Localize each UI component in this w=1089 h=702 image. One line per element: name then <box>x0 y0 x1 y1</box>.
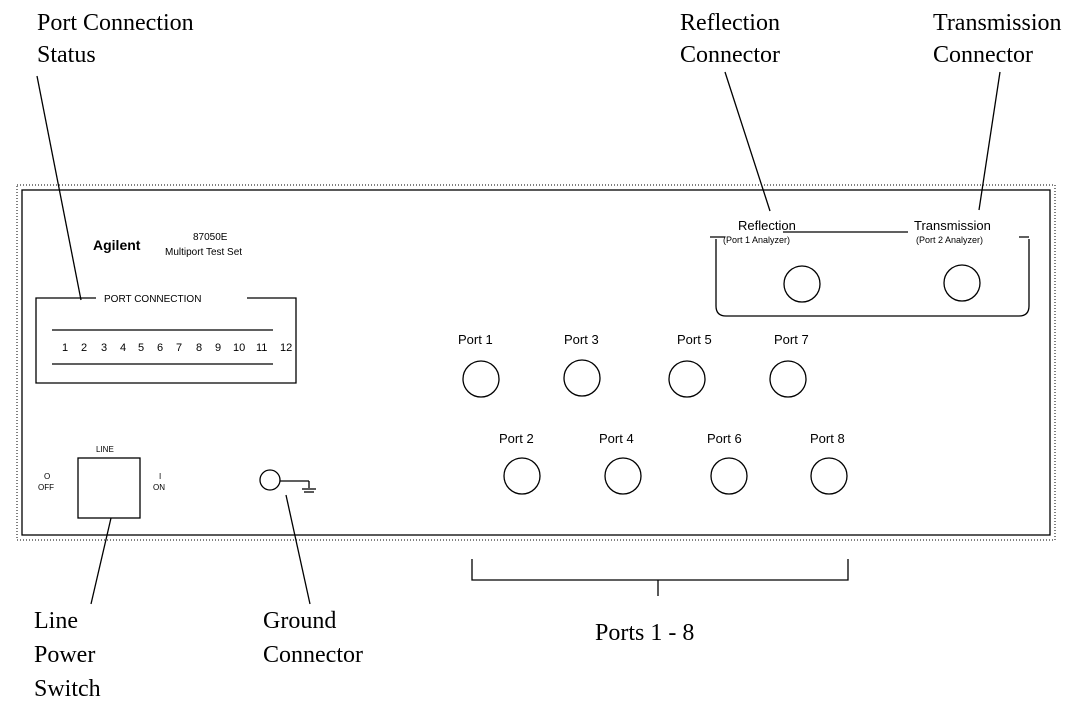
model-description: Multiport Test Set <box>165 247 242 258</box>
callout-port-connection-status-line2: Status <box>37 42 96 68</box>
port-connection-number-10: 10 <box>233 342 245 354</box>
leader-line-power-switch <box>90 517 112 605</box>
transmission-label: Transmission <box>914 218 991 233</box>
power-on-symbol: I <box>159 472 161 481</box>
reflection-sublabel: (Port 1 Analyzer) <box>723 235 790 245</box>
callout-line-power-switch-line2: Power <box>34 642 95 668</box>
reflection-label: Reflection <box>738 218 796 233</box>
port-8-label: Port 8 <box>810 431 845 446</box>
port-4-label: Port 4 <box>599 431 634 446</box>
callout-reflection-connector-line1: Reflection <box>680 10 780 36</box>
callout-ports-range: Ports 1 - 8 <box>595 620 694 646</box>
port-6-connector[interactable] <box>710 457 748 495</box>
port-connection-title: PORT CONNECTION <box>104 294 201 305</box>
port-5-connector[interactable] <box>668 360 706 398</box>
power-off-label: OFF <box>38 483 54 492</box>
port-connection-number-4: 4 <box>120 342 126 354</box>
transmission-connector[interactable] <box>943 264 981 302</box>
port-connection-number-3: 3 <box>101 342 107 354</box>
power-on-label: ON <box>153 483 165 492</box>
callout-port-connection-status-line1: Port Connection <box>37 10 194 36</box>
callout-ground-connector-line2: Connector <box>263 642 363 668</box>
port-connection-number-5: 5 <box>138 342 144 354</box>
transmission-sublabel: (Port 2 Analyzer) <box>916 235 983 245</box>
port-4-connector[interactable] <box>604 457 642 495</box>
ports-bracket <box>471 559 849 581</box>
port-1-label: Port 1 <box>458 332 493 347</box>
port-3-connector[interactable] <box>563 359 601 397</box>
port-connection-number-9: 9 <box>215 342 221 354</box>
model-number: 87050E <box>193 232 228 243</box>
leader-port-connection-status <box>36 75 82 301</box>
port-1-connector[interactable] <box>462 360 500 398</box>
port-7-label: Port 7 <box>774 332 809 347</box>
ground-connector[interactable] <box>259 469 316 493</box>
port-2-label: Port 2 <box>499 431 534 446</box>
analyzer-bracket <box>710 236 1030 317</box>
power-switch[interactable] <box>77 457 141 519</box>
reflection-connector[interactable] <box>783 265 821 303</box>
power-off-symbol: O <box>44 472 50 481</box>
port-connection-box <box>35 297 297 384</box>
port-connection-number-11: 11 <box>256 342 267 354</box>
port-connection-number-2: 2 <box>81 342 87 354</box>
callout-ground-connector-line1: Ground <box>263 608 336 634</box>
callout-line-power-switch-line1: Line <box>34 608 78 634</box>
port-connection-number-6: 6 <box>157 342 163 354</box>
port-5-label: Port 5 <box>677 332 712 347</box>
port-connection-number-7: 7 <box>176 342 182 354</box>
panel-outer-border <box>16 184 1056 541</box>
leader-reflection-connector <box>724 71 771 212</box>
port-3-label: Port 3 <box>564 332 599 347</box>
port-connection-number-8: 8 <box>196 342 202 354</box>
callout-transmission-connector-line1: Transmission <box>933 10 1061 36</box>
port-connection-number-12: 12 <box>280 342 292 354</box>
callout-line-power-switch-line3: Switch <box>34 676 101 702</box>
callout-reflection-connector-line2: Connector <box>680 42 780 68</box>
port-6-label: Port 6 <box>707 431 742 446</box>
port-connection-number-1: 1 <box>62 342 68 354</box>
port-2-connector[interactable] <box>503 457 541 495</box>
power-line-label: LINE <box>96 445 114 454</box>
leader-transmission-connector <box>978 71 1001 211</box>
port-7-connector[interactable] <box>769 360 807 398</box>
port-8-connector[interactable] <box>810 457 848 495</box>
brand-logo-text: Agilent <box>93 237 141 253</box>
leader-ground-connector <box>285 494 311 605</box>
panel-inner-border <box>21 189 1051 536</box>
callout-transmission-connector-line2: Connector <box>933 42 1033 68</box>
